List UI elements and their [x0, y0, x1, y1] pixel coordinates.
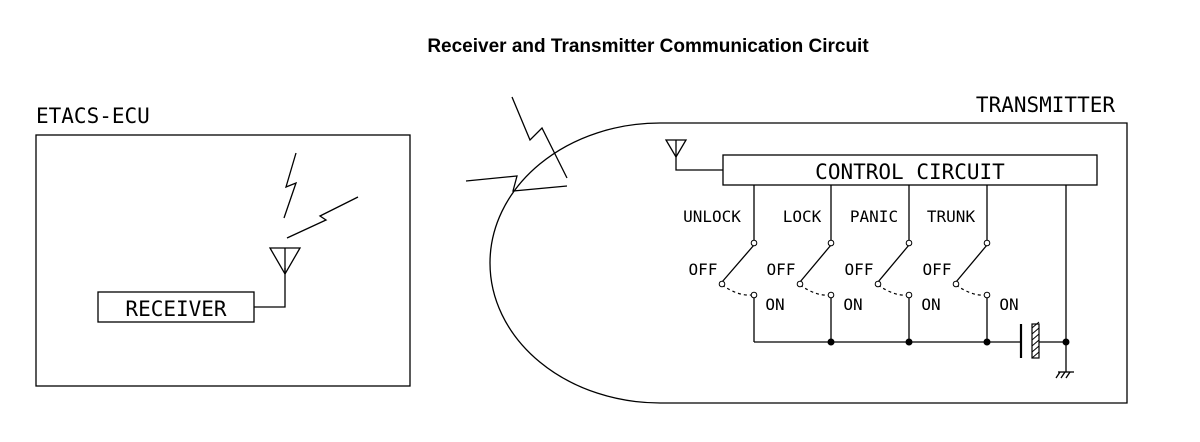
transmitter-antenna-icon [664, 139, 723, 171]
junction-dot [905, 338, 913, 346]
wireless-signal-icon [465, 96, 568, 192]
transmitter-label: TRANSMITTER [976, 93, 1115, 117]
ecu-label: ETACS-ECU [36, 104, 150, 128]
switch-unlock-on-label: ON [765, 295, 784, 314]
switch-trunk-off-label: OFF [923, 260, 952, 279]
switch-unlock-label: UNLOCK [683, 207, 741, 226]
switch-unlock-off-label: OFF [689, 260, 718, 279]
switch-panic-label: PANIC [850, 207, 898, 226]
control-circuit-label: CONTROL CIRCUIT [815, 160, 1005, 184]
transmitter-housing [489, 122, 1128, 404]
receiver-antenna-icon [268, 247, 302, 276]
switch-unlock: UNLOCK OFF ON [683, 185, 785, 342]
control-circuit-box [722, 154, 1098, 186]
switch-trunk-on-label: ON [999, 295, 1018, 314]
switch-trunk-label: TRUNK [927, 207, 976, 226]
receiver-label: RECEIVER [125, 297, 227, 321]
junction-dot [1062, 338, 1070, 346]
switch-panic-off-label: OFF [845, 260, 874, 279]
switch-lock-on-label: ON [843, 295, 862, 314]
receiver-antenna-lead [254, 268, 286, 308]
ground-icon [1055, 371, 1074, 379]
junction-dot [983, 338, 991, 346]
switch-panic: PANIC OFF ON [845, 185, 941, 342]
switch-lock: LOCK OFF ON [767, 185, 863, 342]
diagram-title: Receiver and Transmitter Communication C… [427, 36, 869, 57]
switch-lock-label: LOCK [783, 207, 822, 226]
switch-lock-off-label: OFF [767, 260, 796, 279]
ecu-box [35, 134, 411, 387]
battery-icon [1019, 321, 1040, 359]
junction-dot [827, 338, 835, 346]
switch-panic-on-label: ON [921, 295, 940, 314]
receiver-signal-icon [283, 152, 359, 239]
switch-trunk: TRUNK OFF ON [923, 185, 1019, 342]
